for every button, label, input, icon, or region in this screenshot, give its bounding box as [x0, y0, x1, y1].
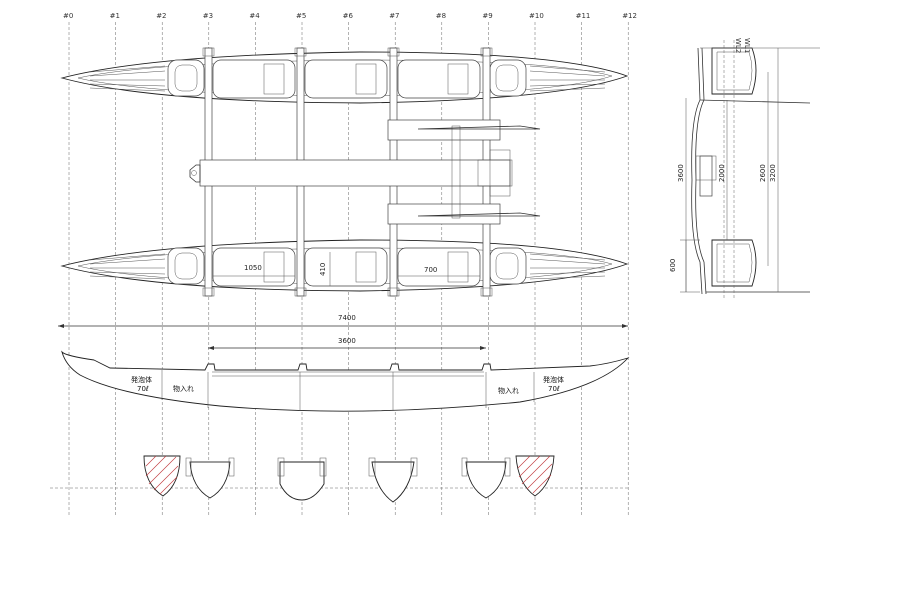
station-label: #5: [296, 12, 306, 20]
dim-cockpit-length: 1050: [244, 264, 262, 272]
plan-dimensions: 1050 410 700: [213, 252, 480, 286]
front-view: WL2 WL1 3600 2000 2600 3200 600: [669, 38, 820, 300]
label-storage-right: 物入れ: [498, 386, 519, 395]
label-float-left-1: 発泡体: [131, 375, 152, 384]
section-3: [277, 457, 327, 501]
station-label: #6: [343, 12, 354, 20]
station-label: #0: [63, 12, 73, 20]
dim-overall-length: 7400: [338, 314, 356, 322]
dim-hatch-length: 700: [424, 266, 437, 274]
plan-view: 1050 410 700: [60, 47, 629, 297]
dim-beam-span: 3600: [338, 337, 356, 345]
front-dim-3200: 3200: [769, 164, 777, 182]
label-float-left-2: 70ℓ: [137, 385, 149, 393]
overall-dimensions: 7400 3600: [58, 314, 628, 350]
section-5: [461, 457, 511, 499]
front-dim-2000: 2000: [718, 164, 726, 182]
side-view: 発泡体 70ℓ 物入れ 物入れ 発泡体 70ℓ: [61, 350, 630, 412]
section-2: [185, 457, 235, 499]
front-dim-3600: 3600: [677, 164, 685, 182]
section-views: [50, 455, 630, 503]
station-label: #1: [110, 12, 120, 20]
front-dim-2600: 2600: [759, 164, 767, 182]
label-float-right-1: 発泡体: [543, 375, 564, 384]
section-6: [515, 455, 555, 497]
station-label: #10: [529, 12, 544, 20]
label-storage-left: 物入れ: [173, 384, 194, 393]
label-float-right-2: 70ℓ: [548, 385, 560, 393]
station-label: #8: [436, 12, 446, 20]
section-1: [143, 455, 181, 497]
station-label: #7: [389, 12, 399, 20]
dim-cockpit-width: 410: [319, 263, 327, 276]
station-label: #9: [482, 12, 492, 20]
lower-hull: [60, 239, 629, 292]
station-label: #4: [249, 12, 260, 20]
front-dim-600: 600: [669, 259, 677, 272]
station-label: #2: [156, 12, 166, 20]
station-label: #11: [576, 12, 591, 20]
upper-hull: [60, 51, 629, 104]
central-platform: [189, 119, 541, 225]
front-wl2-label: WL2: [734, 38, 742, 53]
station-label: #3: [203, 12, 213, 20]
front-wl1-label: WL1: [743, 38, 751, 53]
section-4: [368, 457, 418, 503]
station-label: #12: [622, 12, 637, 20]
